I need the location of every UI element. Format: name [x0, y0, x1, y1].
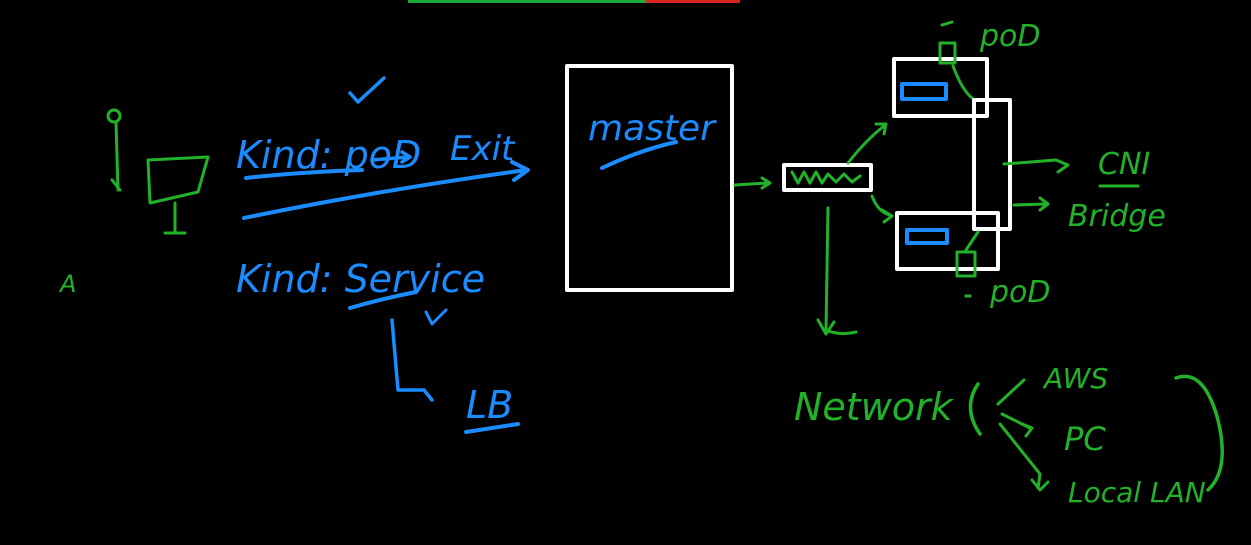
bridge-to-bridge-label-arrow — [1012, 196, 1050, 212]
top-pod-label: poD — [979, 19, 1041, 54]
user-figure-icon — [106, 108, 122, 192]
kind-pod-checkmark — [348, 76, 386, 104]
top-pod-link — [951, 64, 974, 100]
switch-to-network-arrow — [816, 206, 858, 336]
top-pod-icon — [938, 41, 957, 65]
network-to-aws-arrow — [996, 378, 1026, 406]
network-close-paren — [1174, 374, 1224, 492]
bottom-pod-icon — [955, 250, 977, 278]
network-open-paren — [968, 382, 982, 436]
service-to-lb-arrow — [390, 318, 434, 402]
kind-service-check — [424, 308, 448, 326]
kind-pod-underline — [244, 168, 364, 180]
kind-service-label: Kind: Service — [236, 257, 485, 301]
master-underline — [600, 140, 678, 170]
top-pod-dash — [940, 20, 954, 27]
aws-label: AWS — [1042, 362, 1108, 395]
lb-underline — [464, 422, 520, 434]
master-label: master — [588, 108, 717, 149]
marker-a: A — [58, 270, 76, 298]
switch-to-top-node-arrow — [846, 122, 888, 165]
bridge-to-cni-arrow — [1002, 158, 1070, 174]
monitor-icon — [146, 155, 210, 235]
network-label: Network — [794, 385, 955, 429]
network-to-lan-arrow — [998, 422, 1050, 492]
switch-box — [782, 163, 873, 192]
top-container-icon — [900, 82, 948, 101]
switch-to-bottom-node-arrow — [870, 194, 894, 224]
bottom-pod-link — [964, 230, 980, 252]
pc-label: PC — [1064, 420, 1106, 458]
local-lan-label: Local LAN — [1068, 476, 1206, 509]
network-to-pc-arrow — [1000, 412, 1034, 438]
cni-label: CNI — [1098, 147, 1150, 182]
master-node-box — [565, 64, 734, 292]
bottom-container-icon — [905, 228, 949, 245]
top-bar-green-segment — [408, 0, 646, 3]
top-progress-bar — [408, 0, 740, 3]
exit-label: Exit — [450, 129, 516, 169]
top-bar-red-segment — [646, 0, 740, 3]
bottom-pod-label: poD — [989, 275, 1051, 310]
long-exit-arrow — [242, 160, 530, 220]
bottom-worker-node-box — [895, 211, 1000, 271]
bridge-label: Bridge — [1068, 199, 1166, 234]
kind-service-underline — [348, 290, 418, 310]
lb-label: LB — [466, 383, 513, 427]
switch-squiggle — [790, 170, 862, 185]
kind-pod-arrow — [370, 150, 412, 164]
master-to-switch-arrow — [733, 176, 772, 190]
